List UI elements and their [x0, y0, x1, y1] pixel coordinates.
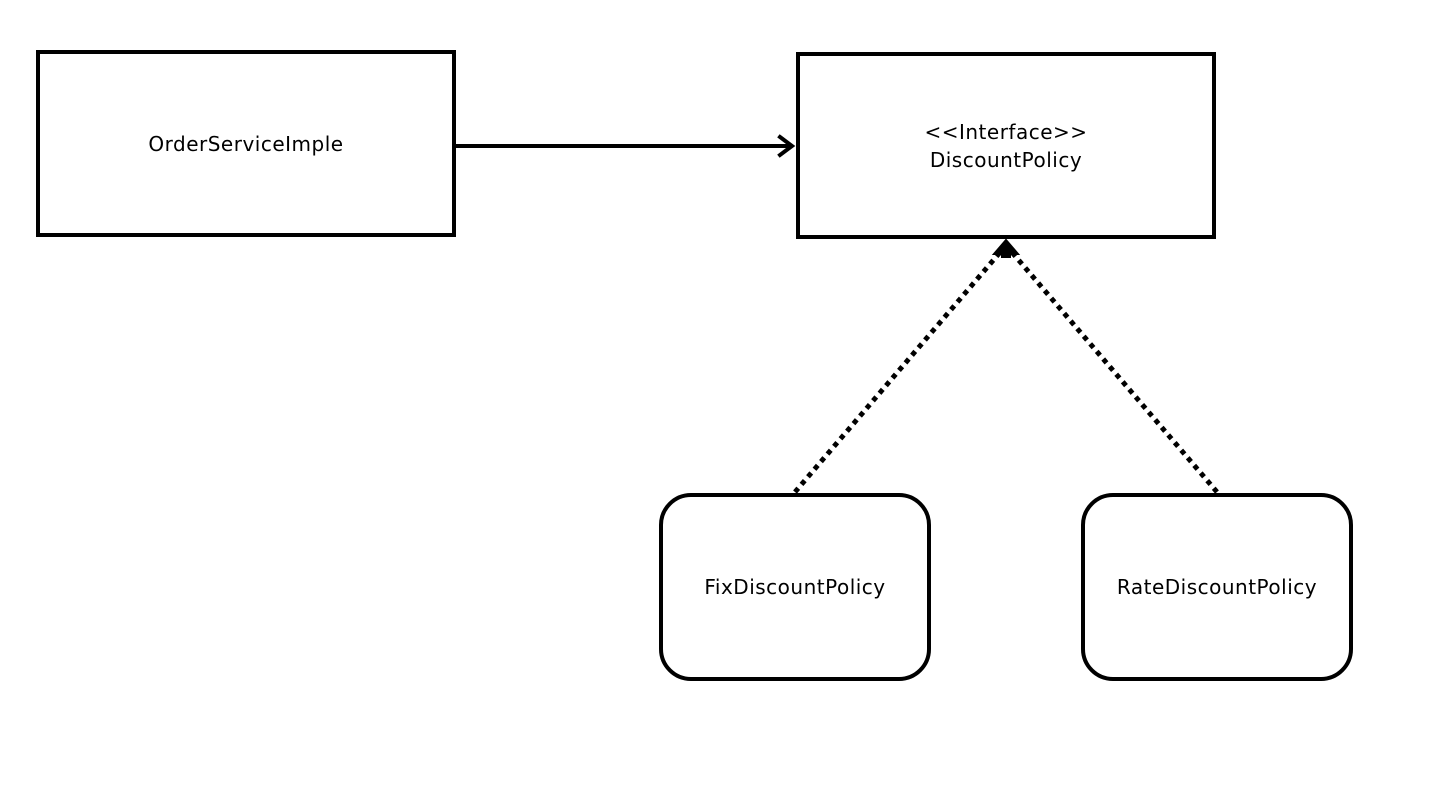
realization-arrowhead	[991, 238, 1021, 258]
fix-discount-policy-label: FixDiscountPolicy	[704, 575, 886, 599]
interface-stereotype: <<Interface>>	[924, 119, 1088, 144]
edge-order-to-discount	[456, 134, 796, 158]
class-box-rate-discount-policy[interactable]: RateDiscountPolicy	[1081, 493, 1353, 681]
class-box-order-service[interactable]: OrderServiceImple	[36, 50, 456, 237]
interface-box-discount-policy[interactable]: <<Interface>> DiscountPolicy	[796, 52, 1216, 239]
edge-fix-to-discount	[793, 248, 1004, 494]
discount-policy-label: DiscountPolicy	[929, 147, 1083, 172]
rate-discount-policy-label: RateDiscountPolicy	[1116, 575, 1318, 599]
class-box-fix-discount-policy[interactable]: FixDiscountPolicy	[659, 493, 931, 681]
edge-rate-to-discount	[1008, 248, 1219, 494]
order-service-label: OrderServiceImple	[148, 131, 344, 156]
